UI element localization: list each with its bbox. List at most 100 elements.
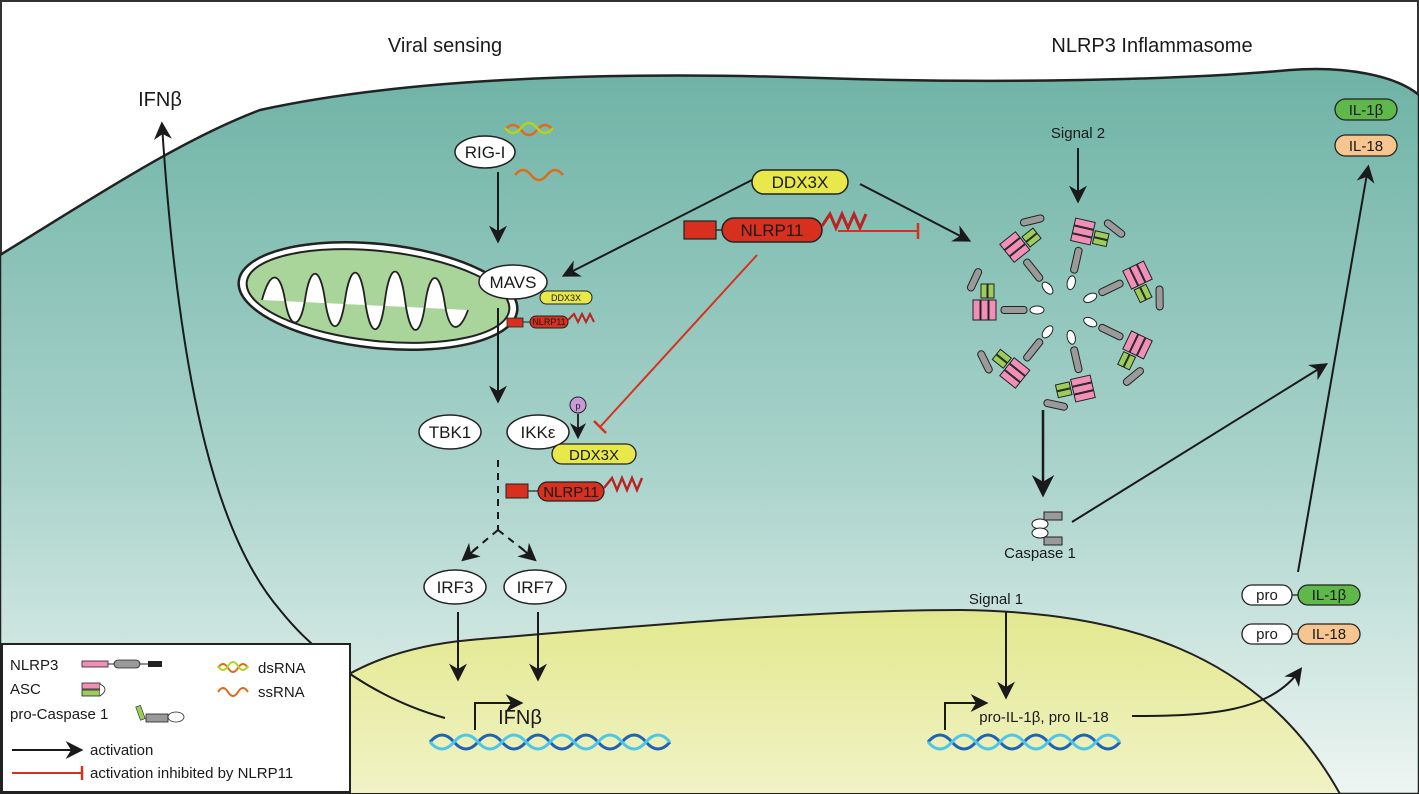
pro-il18-label: IL-18 (1312, 626, 1346, 643)
nlrp3-pyd (988, 299, 997, 321)
pro-il1b-pro-label: pro (1256, 587, 1278, 604)
asc-card (1123, 353, 1137, 371)
irf7-node (503, 569, 567, 605)
nacht-domain (977, 350, 993, 374)
nlrp11-small-label: NLRP11 (532, 317, 565, 327)
nlrp3-pyd (999, 231, 1021, 251)
nlrp3-pyd (1122, 267, 1139, 290)
signal-1-label: Signal 1 (969, 591, 1023, 608)
nlrp3-subunit (977, 325, 1054, 389)
tbk1-node (418, 414, 482, 450)
rna-strands-icon (504, 121, 564, 182)
ifnb-promoter-arrow (474, 694, 524, 730)
translation-arrow (1131, 667, 1303, 717)
pro-il-promoter-arrow (944, 694, 989, 730)
ddx3x-label: DDX3X (772, 173, 829, 192)
asc-card (987, 283, 995, 299)
pro-il1b-label: IL-1β (1312, 587, 1347, 604)
il1b-mature-pill (1334, 98, 1398, 121)
nlrp3-pyd (999, 369, 1021, 389)
nlrp3-pyd (1129, 263, 1146, 287)
nlrp3-pyd (1136, 260, 1153, 283)
pro-il-dna-icon (926, 733, 1122, 751)
nlrp3-subunit (1083, 316, 1153, 386)
nlrp11-inhibits-ikke (593, 254, 758, 434)
nlrp11-inhibits-inflammasome (838, 223, 920, 239)
asc-card (995, 348, 1013, 364)
nlrp3-pyd (1004, 237, 1026, 257)
mitochondrion (237, 241, 519, 351)
legend-nlrp3-icon (81, 659, 162, 669)
ifnb-secretion-arrow (153, 121, 446, 719)
card-domain (1066, 275, 1076, 291)
card-domain (1066, 329, 1076, 345)
nlrp3-pyd (1073, 217, 1096, 230)
nlrp3-subunit (1066, 217, 1126, 291)
irf3-label: IRF3 (437, 578, 474, 597)
asc-card (1133, 286, 1147, 304)
nlrp3-pyd (972, 299, 981, 321)
ikke-node (506, 414, 570, 450)
nlrp3-pyd (1004, 363, 1026, 383)
asc-card (1025, 232, 1042, 248)
nlrp11-label: NLRP11 (741, 221, 804, 240)
asc-card (1093, 230, 1110, 241)
il18-mature-pill (1334, 134, 1398, 157)
phosphate-label: p (575, 401, 580, 411)
asc-card (1091, 237, 1109, 248)
nlrp11-mid-label: NLRP11 (543, 484, 599, 501)
asc-card (1021, 227, 1038, 243)
ddx3x-small-pill (539, 290, 593, 305)
nacht-domain (966, 268, 983, 292)
irf7-label: IRF7 (517, 578, 554, 597)
nlrp3-pyd (1073, 390, 1096, 403)
tbk1-label: TBK1 (429, 423, 472, 442)
legend-ssrna-label: ssRNA (258, 684, 305, 701)
nlrp3-subunit (1043, 329, 1096, 411)
nacht-domain (1122, 367, 1144, 386)
nlrp3-pyd (1009, 357, 1031, 377)
caspase-to-cleavage-arrow (1071, 363, 1329, 523)
legend-nlrp3-label: NLRP3 (10, 657, 58, 674)
viral-sensing-title: Viral sensing (388, 35, 502, 57)
caspase-spoke (1023, 338, 1044, 362)
ddx3x-to-mavs-arrow (561, 179, 753, 277)
legend-inhibition-line (12, 766, 84, 780)
lrr-icon (820, 210, 868, 232)
nucleus (253, 608, 1342, 794)
nlrp3-pyd (1070, 374, 1093, 387)
caspase-spoke (1070, 246, 1083, 274)
nlrp3-pyd (1122, 330, 1139, 353)
pro-il1b-mature (1297, 584, 1361, 606)
legend-ssrna-icon (217, 687, 249, 697)
rig-i-node (454, 135, 516, 169)
asc-card (1117, 350, 1130, 368)
nlrp3-subunit (999, 214, 1054, 295)
nacht-domain (1103, 219, 1126, 238)
ddx3x-pill (751, 169, 849, 195)
legend-pro-caspase-label: pro-Caspase 1 (10, 706, 108, 723)
phosphate-icon (569, 396, 587, 414)
nlrp11-domain (683, 220, 717, 240)
mavs-label: MAVS (490, 273, 537, 292)
nlrp3-pyd (1071, 225, 1095, 238)
asc-card (1139, 283, 1153, 301)
ikke-label: IKKε (521, 423, 556, 442)
caspase-1-label: Caspase 1 (1004, 545, 1076, 562)
asc-card (1056, 388, 1073, 399)
nacht-domain (1019, 214, 1045, 227)
signal-2-label: Signal 2 (1051, 125, 1105, 142)
ifnb-gene-label: IFNβ (498, 707, 542, 729)
pro-il18-pro-label: pro (1256, 626, 1278, 643)
il18-label: IL-18 (1349, 138, 1383, 155)
legend-inhibited-label: activation inhibited by NLRP11 (90, 765, 293, 782)
ddx3x-mid-label: DDX3X (569, 447, 619, 464)
lrr-mid-icon (603, 474, 644, 494)
legend-pro-caspase-icon (135, 705, 185, 723)
irf3-node (423, 569, 487, 605)
nlrp3-pyd (1071, 382, 1095, 395)
legend-activation-label: activation (90, 742, 153, 759)
nlrp3-inflammasome-title: NLRP3 Inflammasome (1051, 35, 1252, 57)
nlrp3-pyd (1009, 243, 1031, 263)
ddx3x-to-inflammasome-arrow (859, 183, 972, 242)
